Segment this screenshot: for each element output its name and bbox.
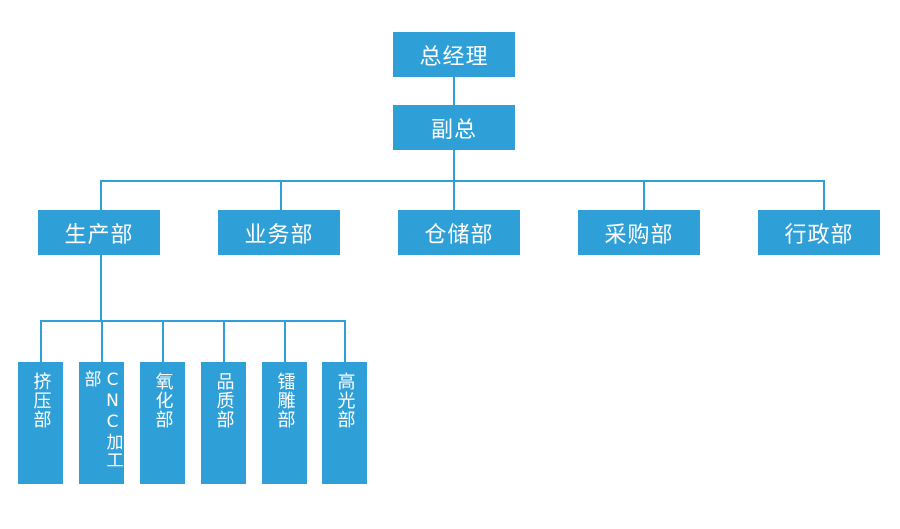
dept-admin-node: 行政部 (758, 210, 880, 255)
connector-unit-3 (162, 320, 164, 362)
dept-purchasing-label: 采购部 (604, 222, 674, 248)
ceo-label: 总经理 (419, 44, 489, 70)
dept-sales-node: 业务部 (218, 210, 340, 255)
unit-highgloss-label: 高光部 (334, 372, 356, 429)
connector-unit-1 (40, 320, 42, 362)
unit-laser-node: 镭雕部 (262, 362, 307, 484)
connector-unit-6 (344, 320, 346, 362)
unit-highgloss-node: 高光部 (322, 362, 367, 484)
unit-quality-label: 品质部 (213, 372, 235, 429)
dept-production-node: 生产部 (38, 210, 160, 255)
connector-vice-down (453, 149, 455, 181)
dept-production-label: 生产部 (64, 222, 134, 248)
dept-admin-label: 行政部 (784, 222, 854, 248)
unit-quality-node: 品质部 (201, 362, 246, 484)
dept-warehouse-node: 仓储部 (398, 210, 520, 255)
connector-unit-2 (101, 320, 103, 362)
connector-ceo-vice (453, 77, 455, 105)
connector-dept-2 (280, 180, 282, 210)
connector-unit-4 (223, 320, 225, 362)
connector-production-down (100, 254, 102, 321)
connector-unit-bus (40, 320, 346, 322)
unit-cnc-node: CNC加工部 (79, 362, 124, 484)
unit-extrusion-label: 挤压部 (30, 372, 52, 429)
connector-dept-3 (453, 180, 455, 210)
ceo-node: 总经理 (393, 32, 515, 77)
connector-dept-1 (100, 180, 102, 210)
unit-oxidation-label: 氧化部 (152, 372, 174, 429)
vice-node: 副总 (393, 105, 515, 150)
dept-sales-label: 业务部 (244, 222, 314, 248)
unit-cnc-label: CNC加工部 (80, 370, 123, 469)
unit-oxidation-node: 氧化部 (140, 362, 185, 484)
dept-warehouse-label: 仓储部 (424, 222, 494, 248)
connector-dept-bus (100, 180, 825, 182)
unit-extrusion-node: 挤压部 (18, 362, 63, 484)
connector-dept-5 (823, 180, 825, 210)
connector-dept-4 (643, 180, 645, 210)
dept-purchasing-node: 采购部 (578, 210, 700, 255)
vice-label: 副总 (430, 117, 477, 143)
unit-laser-label: 镭雕部 (274, 372, 296, 429)
connector-unit-5 (284, 320, 286, 362)
